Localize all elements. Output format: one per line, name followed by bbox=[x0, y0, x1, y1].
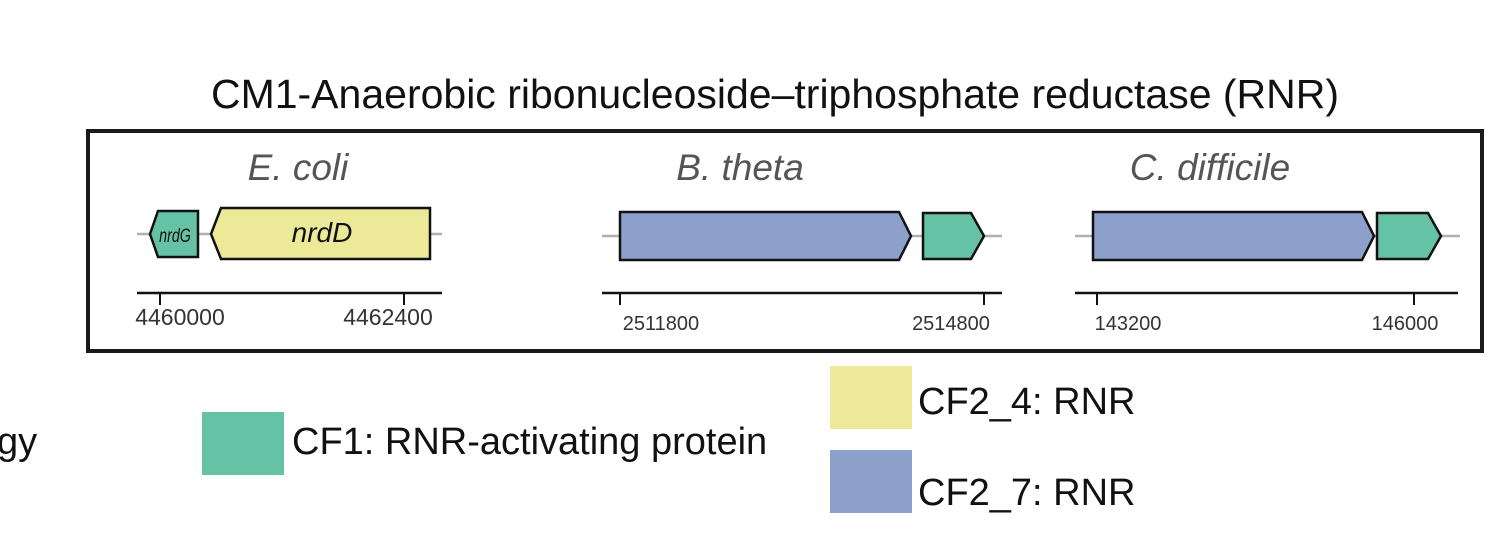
legend-swatch bbox=[830, 366, 912, 429]
axis-tick-label: 4460000 bbox=[135, 304, 225, 330]
species-label: B. theta bbox=[676, 147, 804, 188]
gene-arrow bbox=[1375, 211, 1443, 261]
gene-label: nrdG bbox=[159, 225, 191, 246]
locus-btheta: B. theta 2511800 2514800 bbox=[602, 147, 1002, 335]
loci-frame bbox=[86, 129, 1484, 353]
locus-ecoli: E. coli nrdG nrdD 4460000 4462400 bbox=[135, 147, 442, 330]
axis-tick-label: 143200 bbox=[1095, 313, 1162, 335]
axis-tick-label: 2514800 bbox=[912, 313, 990, 335]
legend-label: CF2_7: RNR bbox=[918, 472, 1136, 514]
figure-title: CM1-Anaerobic ribonucleoside–triphosphat… bbox=[211, 71, 1339, 117]
gene-arrow bbox=[148, 209, 200, 259]
legend-label: CF2_4: RNR bbox=[918, 381, 1136, 423]
legend-swatch bbox=[202, 412, 284, 475]
gene-arrow bbox=[209, 206, 432, 261]
axis-tick-label: 2511800 bbox=[623, 313, 699, 335]
axis-tick-label: 4462400 bbox=[343, 304, 433, 330]
locus-cdifficile: C. difficile 143200 146000 bbox=[1075, 147, 1460, 335]
gene-arrow bbox=[1091, 210, 1376, 262]
legend-cut-text: gy bbox=[0, 421, 37, 463]
legend-swatch bbox=[830, 450, 912, 513]
axis-tick-label: 146000 bbox=[1372, 313, 1439, 335]
gene-arrow bbox=[618, 210, 913, 262]
species-label: C. difficile bbox=[1130, 147, 1290, 188]
legend: CF1: RNR-activating protein CF2_4: RNR C… bbox=[202, 366, 1136, 514]
species-label: E. coli bbox=[248, 147, 351, 188]
gene-arrow bbox=[921, 211, 986, 261]
legend-label: CF1: RNR-activating protein bbox=[292, 421, 767, 463]
gene-label: nrdD bbox=[292, 217, 353, 248]
